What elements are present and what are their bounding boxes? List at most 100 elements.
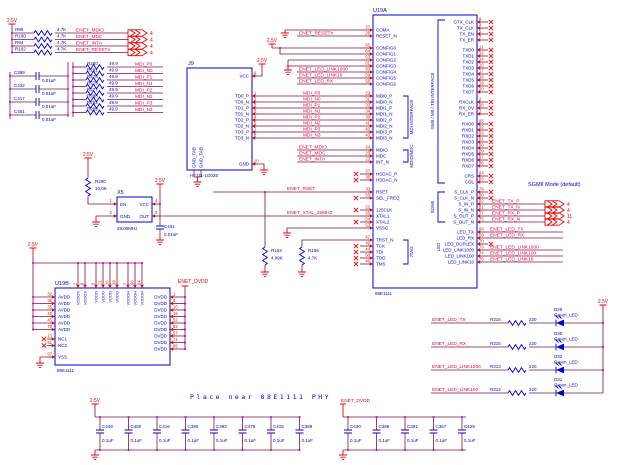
pin-number: 44 xyxy=(365,247,370,252)
pin-name: TDI xyxy=(376,250,383,255)
net-label: ENET_INTn xyxy=(76,40,102,46)
page-number: 4 xyxy=(567,220,570,226)
pin-arrow xyxy=(83,284,87,288)
resistor xyxy=(85,70,105,77)
pin-number: 28 xyxy=(365,31,370,36)
pin-arrow xyxy=(76,284,80,288)
pin-name: CONFIG1 xyxy=(376,52,396,57)
pin-arrow xyxy=(252,94,256,98)
pin-arrow xyxy=(170,314,174,319)
pin-arrow xyxy=(369,154,373,158)
no-connect-x xyxy=(488,173,494,179)
led-diode xyxy=(556,366,564,374)
net-label: ENET_MDIO xyxy=(299,144,327,150)
wire xyxy=(286,227,360,230)
pin-name: RXD3 xyxy=(462,140,475,145)
capacitor xyxy=(35,72,40,80)
pin-arrow xyxy=(477,78,481,82)
pin-number: 76 xyxy=(479,257,484,262)
resistor-value: 49.9 xyxy=(109,107,118,112)
pin-number: 83 xyxy=(479,177,484,182)
capacitor-ref: C391 xyxy=(407,424,418,429)
pin-name: COMA xyxy=(376,28,390,33)
led-diode xyxy=(556,343,564,351)
no-connect-x xyxy=(488,31,494,37)
no-connect-x xyxy=(488,179,494,185)
no-connect-x xyxy=(488,47,494,53)
pin-arrow xyxy=(477,174,481,178)
pin-name: MDI2_N xyxy=(376,124,393,129)
pin-arrow xyxy=(170,321,174,325)
resistor xyxy=(85,83,105,90)
pin-name: RXD7 xyxy=(462,164,475,169)
led-diode xyxy=(556,319,564,327)
net-label: MDI_N2 xyxy=(303,120,321,126)
pin-number: 62 xyxy=(173,324,178,329)
pin-number: 60 xyxy=(365,67,370,72)
pin-number: 64 xyxy=(365,49,370,54)
page-number: 4 xyxy=(150,31,153,37)
pin-number: 6 xyxy=(254,108,257,113)
no-connect-x xyxy=(41,342,47,349)
pin-name: TXD3 xyxy=(462,66,474,71)
ground-symbol xyxy=(283,230,291,238)
pin-arrow xyxy=(477,260,481,264)
pin-arrow xyxy=(477,106,481,110)
capacitor-value: 0.1uF xyxy=(407,438,419,443)
pin-name: AVDD xyxy=(58,295,71,300)
pin-number: 1 xyxy=(173,292,176,297)
capacitor xyxy=(372,429,381,434)
pin-arrow xyxy=(477,54,481,58)
offpage-connector xyxy=(544,212,565,220)
capacitor-value: 0.1uF xyxy=(245,438,257,443)
pin-name: MDI3_P xyxy=(376,130,392,135)
pin-arrow xyxy=(369,262,373,266)
pin-arrow xyxy=(477,146,481,150)
pin-arrow xyxy=(369,112,373,116)
pin-arrow xyxy=(369,94,373,98)
pin-arrow xyxy=(369,106,373,110)
pin-name: S_CLK_P xyxy=(454,190,474,195)
pin-arrow xyxy=(133,284,137,288)
capacitor-value: 0.1uF xyxy=(102,438,114,443)
pin-name: RXD5 xyxy=(462,152,475,157)
pin-arrow xyxy=(170,327,174,332)
pin-name: TRST_N xyxy=(376,238,394,243)
iface-bracket xyxy=(403,239,409,265)
no-connect-x xyxy=(353,249,359,255)
pin-number: 89 xyxy=(479,149,484,154)
pin-number: 81 xyxy=(479,205,484,210)
pin-number: 84 xyxy=(137,280,142,285)
rj45-part: HFJ11-1G02E xyxy=(190,173,218,178)
led-diode xyxy=(556,389,564,397)
pin-arrow xyxy=(477,20,481,24)
mode-note: SGMII Mode (default) xyxy=(528,182,581,188)
pin-name: OUT xyxy=(140,214,150,219)
power-flag xyxy=(340,403,346,417)
pin-number: 40 xyxy=(47,311,52,316)
resistor-ref: R281 xyxy=(87,68,98,73)
pin-arrow xyxy=(477,158,481,162)
pin-name: RXD1 xyxy=(462,128,475,133)
pin-arrow xyxy=(477,202,481,206)
resistor-ref: R279 xyxy=(87,81,98,86)
capacitor-value: 0.01uF xyxy=(42,117,56,122)
pin-name: LED_LINK100 xyxy=(445,254,474,259)
pin-arrow xyxy=(369,70,373,74)
led-type: Green_LED xyxy=(554,313,579,318)
pin-name: TD0_N xyxy=(235,100,249,105)
pin-name: AVDD xyxy=(58,301,71,306)
junction-dot xyxy=(66,87,70,91)
pin-number: 59 xyxy=(365,73,370,78)
pin-number: 41 xyxy=(365,121,370,126)
pin-name: VDDOX xyxy=(83,291,88,306)
pin-name: TMS xyxy=(376,262,386,267)
pin-number: 42 xyxy=(365,127,370,132)
pin-number: 47 xyxy=(365,235,370,240)
pin-arrow xyxy=(252,162,256,166)
iface-label: LED xyxy=(436,242,441,252)
page-number: 4 xyxy=(150,50,153,56)
pin-name: TXD5 xyxy=(462,78,474,83)
pin-arrow xyxy=(170,340,174,345)
net-label: MDI_N3 xyxy=(303,132,321,138)
